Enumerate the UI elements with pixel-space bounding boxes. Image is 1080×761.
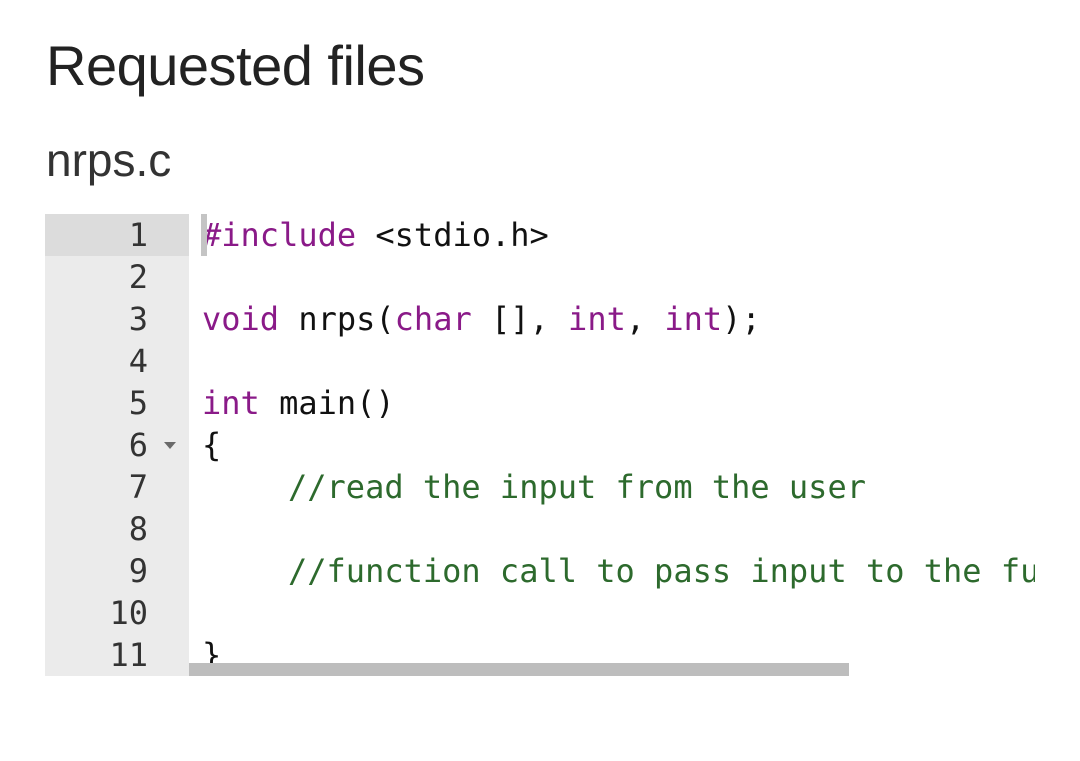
text-cursor bbox=[201, 214, 207, 256]
code-token-keyword: char bbox=[394, 300, 472, 338]
code-token-keyword: void bbox=[202, 300, 280, 338]
line-number: 5 bbox=[128, 384, 148, 422]
code-token: ); bbox=[722, 300, 761, 338]
line-number: 3 bbox=[128, 300, 148, 338]
line-number: 7 bbox=[128, 468, 148, 506]
gutter-row: 6 bbox=[45, 424, 189, 466]
code-line[interactable]: #include <stdio.h> bbox=[189, 214, 1035, 256]
code-line[interactable]: { bbox=[189, 424, 1035, 466]
gutter-row: 11 bbox=[45, 634, 189, 676]
horizontal-scrollbar[interactable] bbox=[189, 663, 849, 676]
code-token-comment: //function call to pass input to the fun… bbox=[288, 552, 1035, 590]
code-token-keyword: #include bbox=[202, 216, 357, 254]
gutter-row: 2 bbox=[45, 256, 189, 298]
page-title: Requested files bbox=[46, 34, 425, 97]
line-number: 10 bbox=[109, 594, 148, 632]
fold-toggle-icon[interactable] bbox=[164, 442, 176, 449]
gutter-row: 3 bbox=[45, 298, 189, 340]
gutter-row: 8 bbox=[45, 508, 189, 550]
line-number: 6 bbox=[128, 426, 148, 464]
line-number: 1 bbox=[128, 216, 148, 254]
code-line[interactable]: void nrps(char [], int, int); bbox=[189, 298, 1035, 340]
file-name: nrps.c bbox=[46, 134, 172, 186]
code-token-comment: //read the input from the user bbox=[288, 468, 866, 506]
code-token: nrps( bbox=[279, 300, 395, 338]
gutter-row: 9 bbox=[45, 550, 189, 592]
gutter-row: 1 bbox=[45, 214, 189, 256]
code-line[interactable]: //function call to pass input to the fun… bbox=[189, 550, 1035, 592]
code-line[interactable]: //read the input from the user bbox=[189, 466, 1035, 508]
code-area[interactable]: #include <stdio.h> void nrps(char [], in… bbox=[189, 214, 1035, 676]
line-number: 2 bbox=[128, 258, 148, 296]
line-number: 4 bbox=[128, 342, 148, 380]
code-line[interactable] bbox=[189, 592, 1035, 634]
code-line[interactable] bbox=[189, 340, 1035, 382]
line-number: 11 bbox=[109, 636, 148, 674]
code-line[interactable]: int main() bbox=[189, 382, 1035, 424]
line-number: 8 bbox=[128, 510, 148, 548]
gutter-row: 4 bbox=[45, 340, 189, 382]
code-token-keyword: int bbox=[202, 384, 260, 422]
code-line[interactable] bbox=[189, 256, 1035, 298]
gutter-row: 5 bbox=[45, 382, 189, 424]
code-line[interactable] bbox=[189, 508, 1035, 550]
code-token-keyword: int bbox=[664, 300, 723, 338]
code-editor[interactable]: 1 2 3 4 5 6 7 8 9 10 11 #include <stdio.… bbox=[45, 214, 1035, 676]
code-token: [], bbox=[471, 300, 569, 338]
code-token: , bbox=[625, 300, 665, 338]
code-token: { bbox=[202, 426, 222, 464]
line-number: 9 bbox=[128, 552, 148, 590]
code-token: main() bbox=[259, 384, 395, 422]
gutter-row: 7 bbox=[45, 466, 189, 508]
line-number-gutter: 1 2 3 4 5 6 7 8 9 10 11 bbox=[45, 214, 189, 676]
code-token-keyword: int bbox=[568, 300, 626, 338]
code-token: <stdio.h> bbox=[356, 216, 549, 254]
gutter-row: 10 bbox=[45, 592, 189, 634]
